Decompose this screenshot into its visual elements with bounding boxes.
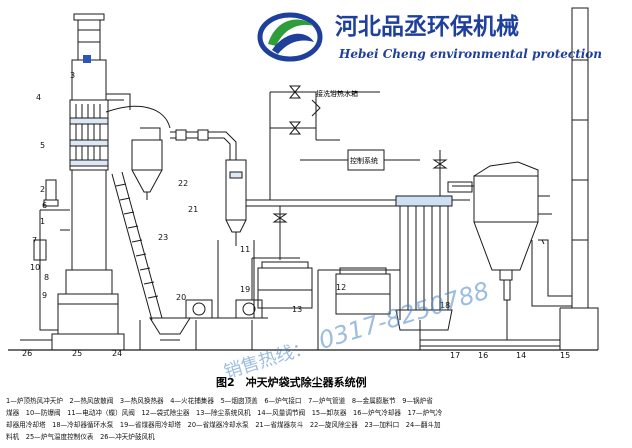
callout-15: 15 [560, 351, 570, 360]
bottom-duct [20, 339, 560, 347]
callout-22: 22 [178, 179, 188, 188]
callout-13: 13 [292, 305, 302, 314]
callout-16: 16 [478, 351, 488, 360]
cyclone-separator [105, 105, 237, 200]
legend-line-1: 1—炉顶热风冲天炉 2—热风放散阀 3—热风换热器 4—火花捕集器 5—烟囱顶盖… [6, 396, 433, 405]
company-name-en: Hebei Cheng environmental protection [338, 47, 602, 61]
exhaust-stack [531, 7, 599, 350]
legend-line-2: 煤器 10—防爆阀 11—电动冲（蝶）风阀 12—袋式除尘器 13—除尘系统风机… [6, 408, 443, 417]
callout-numbers: 1 2 3 4 5 6 7 8 9 10 11 12 13 14 15 16 1… [22, 71, 570, 360]
company-name-cn: 河北品丞环保机械 [335, 13, 519, 40]
callout-9: 9 [42, 291, 47, 300]
callout-1: 1 [40, 217, 45, 226]
callout-4: 4 [36, 93, 41, 102]
callout-5: 5 [40, 141, 45, 150]
process-drawing [8, 7, 599, 351]
callout-23: 23 [158, 233, 168, 242]
callout-7: 7 [32, 236, 37, 245]
figure-caption: 图2 冲天炉袋式除尘器系统例 [216, 375, 367, 389]
label-steam-pipe: 接洗浴热水箱 [316, 89, 358, 98]
callout-18: 18 [440, 301, 450, 310]
cupola-furnace [33, 13, 131, 351]
bag-house [432, 150, 552, 340]
callout-17: 17 [450, 351, 460, 360]
cooling-towers [251, 261, 421, 351]
logo-icon [257, 12, 323, 62]
company-logo: 河北品丞环保机械 Hebei Cheng environmental prote… [257, 12, 602, 62]
callout-26: 26 [22, 349, 32, 358]
callout-2: 2 [40, 185, 45, 194]
callout-25: 25 [72, 349, 82, 358]
callout-14: 14 [516, 351, 526, 360]
bag-dust-collector [180, 159, 400, 319]
sales-hotline-watermark: 销售热线： 0317-8250788 [222, 276, 493, 383]
callout-19: 19 [240, 285, 250, 294]
callout-11: 11 [240, 245, 250, 254]
callout-6: 6 [42, 201, 47, 210]
callout-20: 20 [176, 293, 186, 302]
label-control-system: 控制系统 [350, 156, 378, 165]
water-piping [269, 85, 420, 200]
skip-hoist [111, 171, 197, 351]
legend-line-3: 却器用冷却塔 18—冷却器循环水泵 19—省煤器用冷却塔 20—省煤器冷却水泵 … [6, 420, 441, 429]
callout-3: 3 [70, 71, 75, 80]
callout-21: 21 [188, 205, 198, 214]
callout-24: 24 [112, 349, 122, 358]
legend: 1—炉顶热风冲天炉 2—热风放散阀 3—热风换热器 4—火花捕集器 5—烟囱顶盖… [6, 396, 443, 441]
callout-12: 12 [336, 283, 346, 292]
gas-cooler [395, 195, 470, 331]
callout-10: 10 [30, 263, 40, 272]
legend-line-4: 料机 25—炉气温度控制仪表 26—冲天炉鼓风机 [6, 432, 155, 441]
callout-8: 8 [44, 273, 49, 282]
